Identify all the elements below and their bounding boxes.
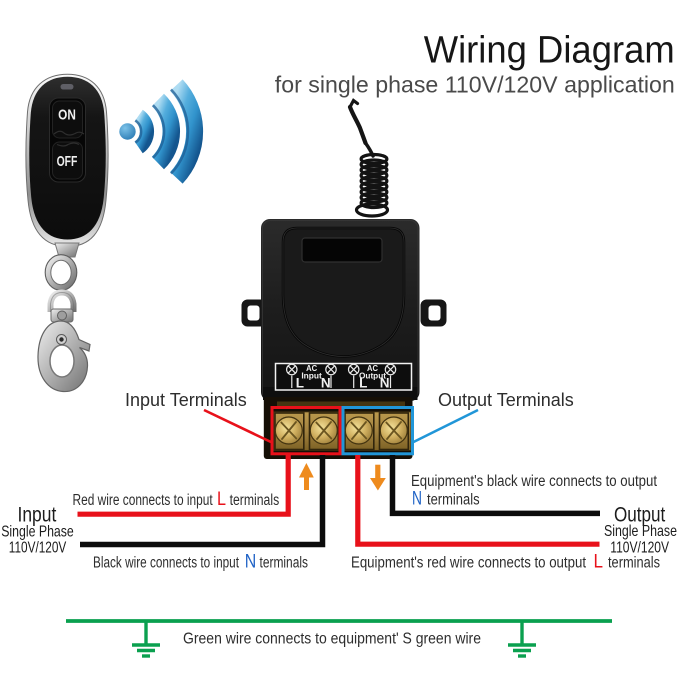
svg-text:for single phase 110V/120V app: for single phase 110V/120V application [275, 72, 675, 98]
svg-text:N: N [321, 376, 331, 391]
svg-text:terminals: terminals [260, 555, 309, 572]
svg-text:Single Phase: Single Phase [1, 523, 74, 540]
svg-text:Red wire connects to input: Red wire connects to input [73, 492, 214, 509]
svg-text:Input Terminals: Input Terminals [125, 390, 247, 410]
svg-text:Black wire connects to input: Black wire connects to input [93, 555, 240, 572]
svg-text:110V/120V: 110V/120V [610, 540, 669, 557]
svg-text:Output: Output [614, 503, 665, 526]
svg-text:OFF: OFF [57, 153, 78, 170]
svg-text:AC: AC [306, 364, 317, 373]
svg-text:L: L [359, 376, 367, 391]
svg-text:Green wire connects to equipme: Green wire connects to equipment' S gree… [183, 631, 481, 648]
svg-text:L: L [217, 489, 226, 510]
svg-text:Input: Input [18, 503, 57, 526]
svg-text:Wiring Diagram: Wiring Diagram [424, 30, 675, 72]
svg-text:110V/120V: 110V/120V [9, 540, 67, 557]
svg-text:L: L [594, 552, 604, 573]
svg-text:terminals: terminals [427, 491, 480, 508]
svg-text:terminals: terminals [230, 492, 280, 509]
svg-text:Output Terminals: Output Terminals [438, 390, 574, 410]
svg-text:Output: Output [359, 372, 386, 381]
svg-text:Input: Input [301, 372, 322, 381]
svg-text:N: N [412, 488, 422, 509]
svg-text:ON: ON [58, 107, 76, 124]
svg-text:Equipment's black wire connect: Equipment's black wire connects to outpu… [411, 473, 658, 490]
svg-text:L: L [296, 376, 304, 391]
svg-text:terminals: terminals [608, 555, 660, 572]
svg-text:AC: AC [367, 364, 378, 373]
svg-text:N: N [245, 552, 257, 573]
svg-text:Equipment's red wire connects: Equipment's red wire connects to output [351, 555, 587, 572]
svg-text:N: N [380, 376, 390, 391]
svg-text:Single Phase: Single Phase [604, 523, 677, 540]
